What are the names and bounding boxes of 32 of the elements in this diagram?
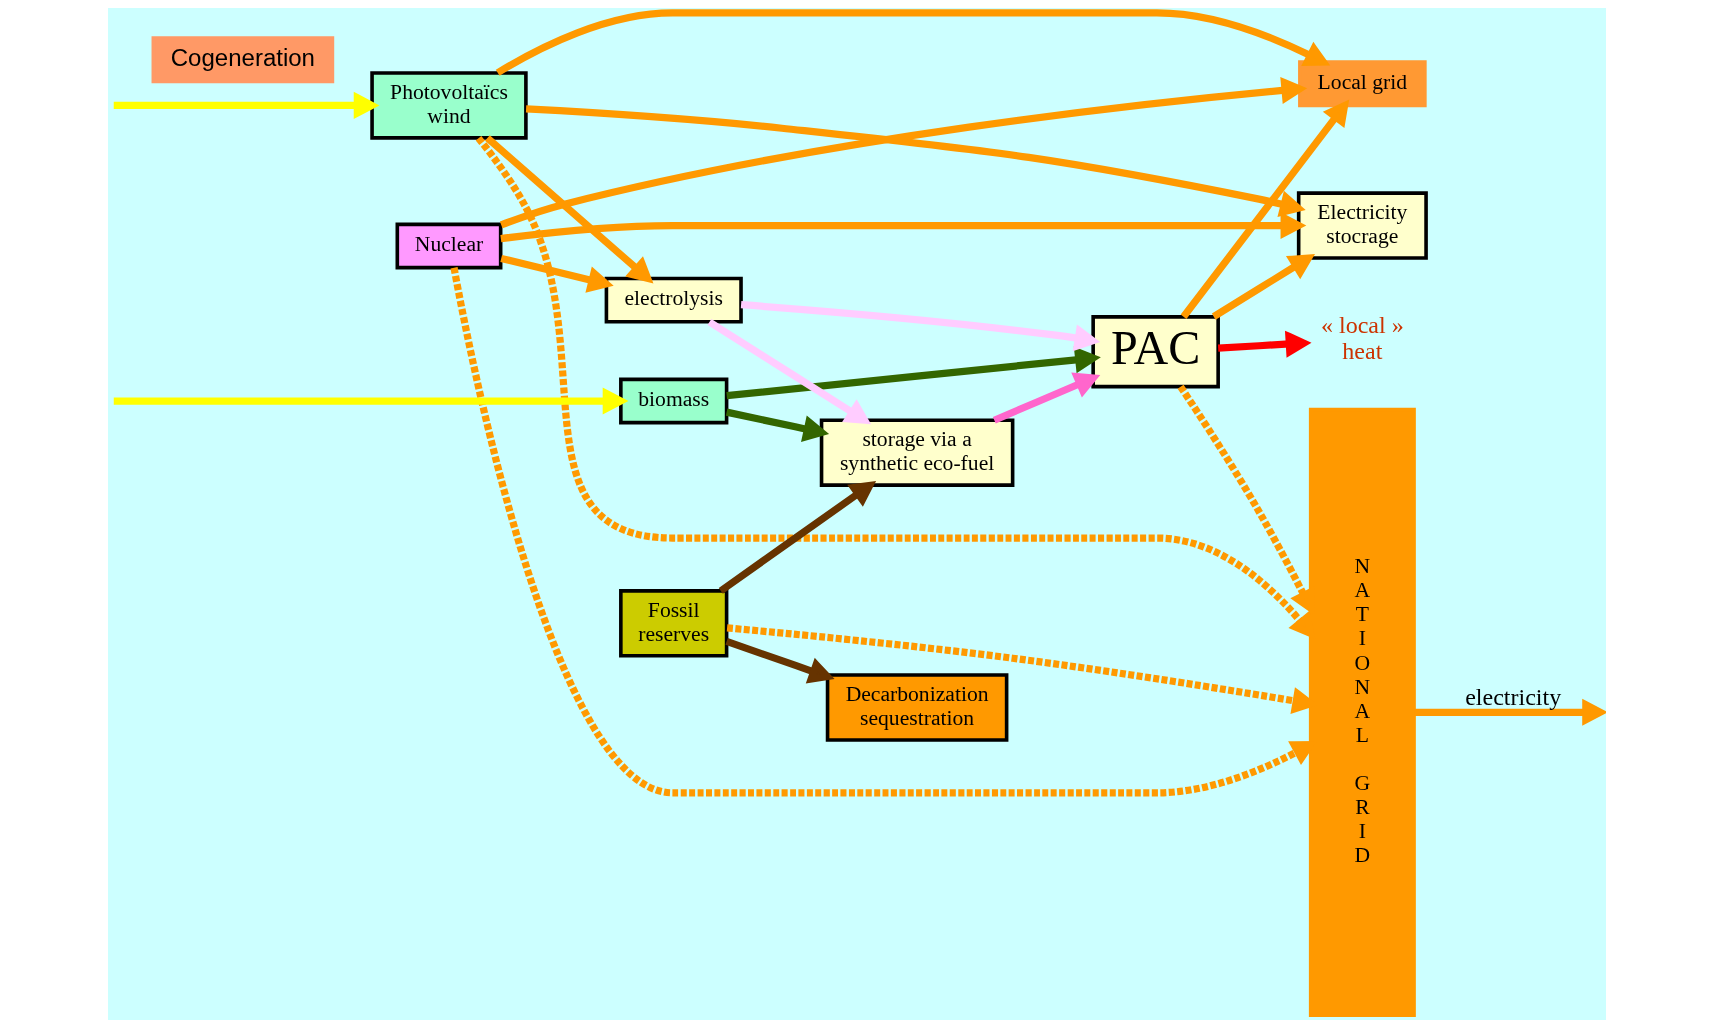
node-box: Electricity stocrage xyxy=(1296,191,1428,260)
node-box: PAC xyxy=(1090,315,1220,389)
arrow xyxy=(499,77,1307,229)
arrow xyxy=(525,105,1306,217)
arrow xyxy=(1211,254,1315,320)
node-box: Decarbonization sequestration xyxy=(825,673,1008,742)
arrow xyxy=(718,480,876,594)
arrow xyxy=(495,9,1330,76)
edge-label: electricity xyxy=(1464,684,1561,711)
arrow xyxy=(484,135,653,284)
arrow xyxy=(499,212,1306,243)
node-box: NATIONAL GRID xyxy=(1308,407,1416,1017)
arrow xyxy=(1217,330,1311,358)
node-box: Photovoltaïcs wind xyxy=(369,71,528,140)
node-box: biomass xyxy=(618,377,728,425)
node-box: electrolysis xyxy=(604,276,743,324)
node-text: « local » heat xyxy=(1320,311,1404,364)
node-box: Fossil reserves xyxy=(618,589,728,658)
arrow xyxy=(740,301,1100,352)
arrow xyxy=(475,135,1315,640)
node-box: storage via a synthetic eco-fuel xyxy=(819,418,1014,487)
arrow xyxy=(1180,99,1349,319)
arrow xyxy=(499,254,614,293)
arrow xyxy=(1413,698,1606,726)
arrow xyxy=(707,318,871,425)
arrow xyxy=(724,638,835,684)
node-box: Local grid xyxy=(1297,60,1427,108)
node-box: Nuclear xyxy=(395,222,502,270)
arrow xyxy=(725,408,829,442)
node-box: Cogeneration xyxy=(151,36,334,84)
arrow xyxy=(992,372,1100,424)
arrow xyxy=(725,346,1101,400)
